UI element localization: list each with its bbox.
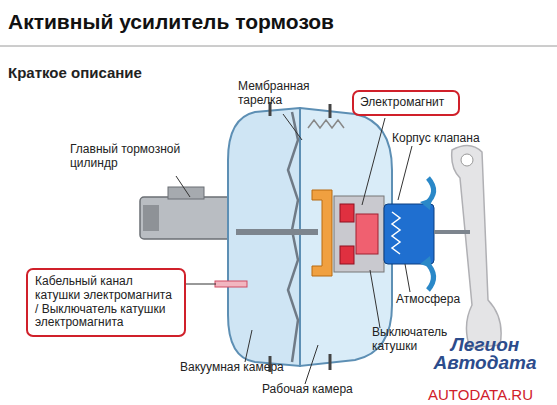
page-title: Активный усилитель тормозов [8, 10, 334, 34]
arrow-head [420, 256, 432, 268]
part-label: Атмосфера [396, 293, 486, 307]
push-rod [236, 229, 318, 235]
bolt [329, 354, 332, 370]
leader-line [370, 270, 380, 328]
leader-line [362, 118, 385, 205]
pedal-pivot [461, 154, 473, 166]
valve-spring [392, 212, 400, 254]
front-shell [228, 108, 300, 366]
callout-text: Электромагнит [360, 96, 452, 110]
brake-pedal [452, 145, 501, 348]
cable-channel [215, 281, 247, 287]
part-label: Вакуумная камера [180, 361, 300, 375]
leader-line [405, 264, 410, 292]
body-bolts [270, 102, 330, 372]
callout-box: Электромагнит [352, 90, 460, 116]
leader-line [305, 345, 318, 384]
return-spring [308, 120, 344, 128]
part-label: Мембранная тарелка [238, 80, 323, 108]
solenoid-coil [340, 246, 354, 264]
valve-plate [312, 190, 332, 276]
diaphragm [288, 112, 298, 362]
leader-line [245, 330, 252, 362]
watermark: AUTODATA.RU [428, 386, 557, 403]
title-rule [0, 46, 557, 47]
valve-housing [334, 196, 384, 272]
valve-boot [384, 204, 434, 264]
cylinder-port [168, 187, 204, 199]
leader-line [398, 146, 412, 200]
solenoid-coil [340, 204, 354, 222]
pedal-rod [434, 230, 470, 234]
subtitle: Краткое описание [8, 64, 208, 81]
callout-box: Кабельный канал катушки электромагнита /… [26, 268, 186, 337]
part-label: Корпус клапана [392, 132, 512, 146]
bolt [329, 104, 332, 118]
solenoid-armature [356, 214, 378, 254]
part-label: Выключатель катушки [372, 326, 457, 354]
watermark: Легион Автодата [420, 336, 550, 372]
arrow-head [420, 198, 432, 210]
callout-text: Кабельный канал катушки электромагнита /… [35, 275, 177, 330]
leader-line [186, 284, 216, 285]
leader-line [283, 114, 302, 140]
part-label: Главный тормозной цилиндр [70, 143, 188, 171]
part-label: Рабочая камера [262, 383, 382, 397]
leader-line [176, 176, 190, 197]
master-cylinder [140, 197, 236, 239]
cylinder-end [143, 205, 159, 231]
